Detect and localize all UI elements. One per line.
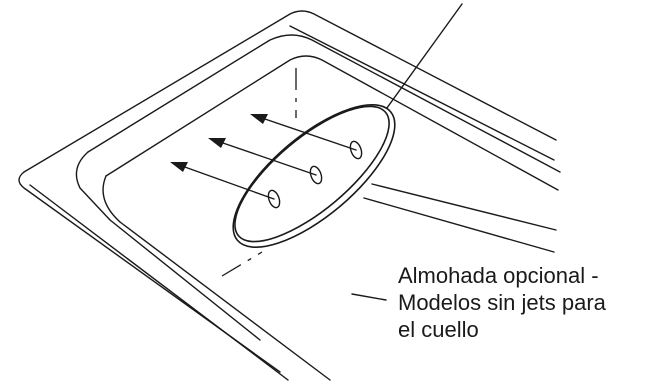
callout-line: Modelos sin jets para xyxy=(398,290,606,315)
callout-leader-line xyxy=(351,293,387,301)
installation-arrows xyxy=(170,114,357,200)
tub-rim-outline xyxy=(18,10,557,381)
mounting-hole-middle xyxy=(309,165,323,185)
mounting-holes xyxy=(267,140,363,209)
arrowhead-middle xyxy=(208,138,226,148)
pillow-callout-label: Almohada opcional - Modelos sin jets par… xyxy=(398,262,660,343)
mounting-hole-upper xyxy=(349,140,363,160)
tub-basin-outline xyxy=(75,34,561,381)
arrowhead-lower xyxy=(170,162,188,172)
callout-line: Almohada opcional - xyxy=(398,263,599,288)
arrow-lower xyxy=(181,165,275,200)
arrow-upper xyxy=(261,117,357,151)
callout-line: el cuello xyxy=(398,317,479,342)
center-line-lower xyxy=(221,251,263,277)
pillow xyxy=(232,103,396,249)
arrow-middle xyxy=(219,141,317,176)
basin-floor-lines xyxy=(363,183,557,253)
mounting-hole-lower xyxy=(267,189,281,209)
arrowhead-upper xyxy=(250,114,268,124)
